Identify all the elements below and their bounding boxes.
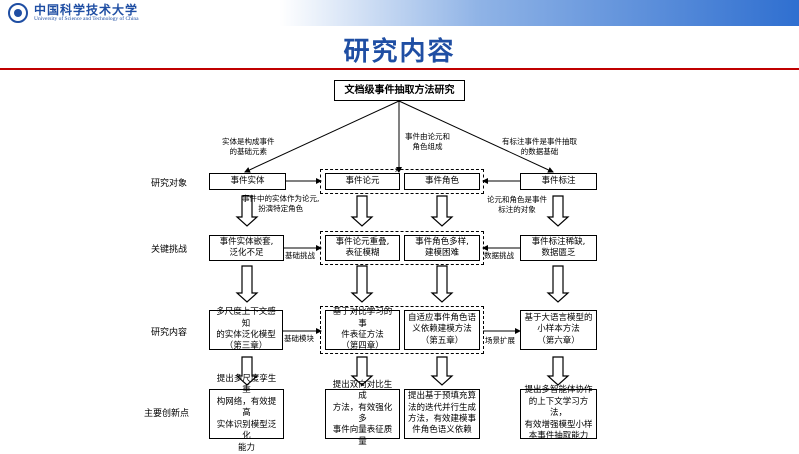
down-arrow-icon xyxy=(546,195,570,227)
challenge-box-role: 事件角色多样,建模困难 xyxy=(404,235,480,261)
object-box-role: 事件角色 xyxy=(404,173,480,190)
down-arrow-icon xyxy=(235,265,259,303)
down-arrow-icon xyxy=(546,356,570,386)
innovation-box-4: 提出多智能体协作的上下文学习方法，有效增强模型小样本事件抽取能力 xyxy=(520,385,597,441)
down-arrow-icon xyxy=(430,265,454,303)
branch-note-x: x xyxy=(395,166,400,174)
title-divider xyxy=(0,68,799,70)
page-title: 研究内容 xyxy=(343,37,456,67)
content-box-ch4: 基于对比学习的事件表征方法（第四章） xyxy=(325,307,400,351)
down-arrow-icon xyxy=(235,356,259,386)
challenge-box-entity: 事件实体嵌套,泛化不足 xyxy=(209,235,284,261)
innovation-box-2: 提出双向对比生成方法，有效强化多事件向量表征质量 xyxy=(325,380,400,447)
down-arrow-icon xyxy=(430,195,454,227)
object-dashed-group xyxy=(320,169,484,194)
object-box-argument: 事件论元 xyxy=(325,173,400,190)
object-box-annotation: 事件标注 xyxy=(520,173,597,190)
university-logo: 中国科学技术大学 University of Science and Techn… xyxy=(8,3,139,23)
content-link-right: 场景扩展 xyxy=(485,336,515,345)
innovation-box-1: 提出多尺度孪生重构网络，有效提高实体识别模型泛化能力 xyxy=(209,374,284,453)
down-arrow-icon xyxy=(350,356,374,386)
down-arrow-icon xyxy=(235,195,259,227)
row-label-challenges: 关键挑战 xyxy=(151,245,188,255)
object-box-entity: 事件实体 xyxy=(209,173,286,190)
university-seal-icon xyxy=(8,3,28,23)
content-box-ch3: 多尺度上下文感知的实体泛化模型（第三章） xyxy=(209,307,283,351)
content-dashed-group xyxy=(320,306,484,354)
down-arrow-icon xyxy=(350,195,374,227)
branch-note-left: 实体是构成事件的基础元素 xyxy=(222,137,275,157)
row-label-innovations: 主要创新点 xyxy=(144,409,190,419)
down-arrow-icon xyxy=(235,195,570,386)
innovation-box-3: 提出基于预填充算法的迭代并行生成方法，有效建模事件角色语义依赖 xyxy=(404,389,480,439)
school-name-en: University of Science and Technology of … xyxy=(34,15,139,22)
school-name-cn: 中国科学技术大学 xyxy=(34,2,139,17)
challenge-dashed-group xyxy=(320,231,484,265)
down-arrow-icon xyxy=(430,356,454,386)
top-topic-box: 文档级事件抽取方法研究 xyxy=(334,80,465,101)
challenge-box-argument: 事件论元重叠,表征模糊 xyxy=(325,235,400,261)
content-box-ch6: 基于大语言模型的小样本方法（第六章） xyxy=(520,310,597,350)
branch-note-right: 有标注事件是事件抽取的数据基础 xyxy=(502,137,577,157)
object-note-left: 事件中的实体作为论元,扮演特定角色 xyxy=(242,194,320,214)
down-arrow-icon xyxy=(546,265,570,303)
challenge-link-right: 数据挑战 xyxy=(484,251,514,260)
content-link-left: 基础模块 xyxy=(284,334,314,343)
down-arrow-icon xyxy=(350,265,374,303)
challenge-link-left: 基础挑战 xyxy=(285,251,315,260)
header-bar xyxy=(0,0,799,26)
row-label-contents: 研究内容 xyxy=(151,328,188,338)
challenge-box-annotation: 事件标注稀缺,数据匮乏 xyxy=(520,235,597,261)
content-box-ch5: 自适应事件角色语义依赖建模方法（第五章） xyxy=(404,310,480,350)
row-label-objects: 研究对象 xyxy=(151,179,188,189)
branch-note-middle: 事件由论元和角色组成 xyxy=(405,132,450,152)
object-note-right: 论元和角色是事件标注的对象 xyxy=(487,195,547,215)
